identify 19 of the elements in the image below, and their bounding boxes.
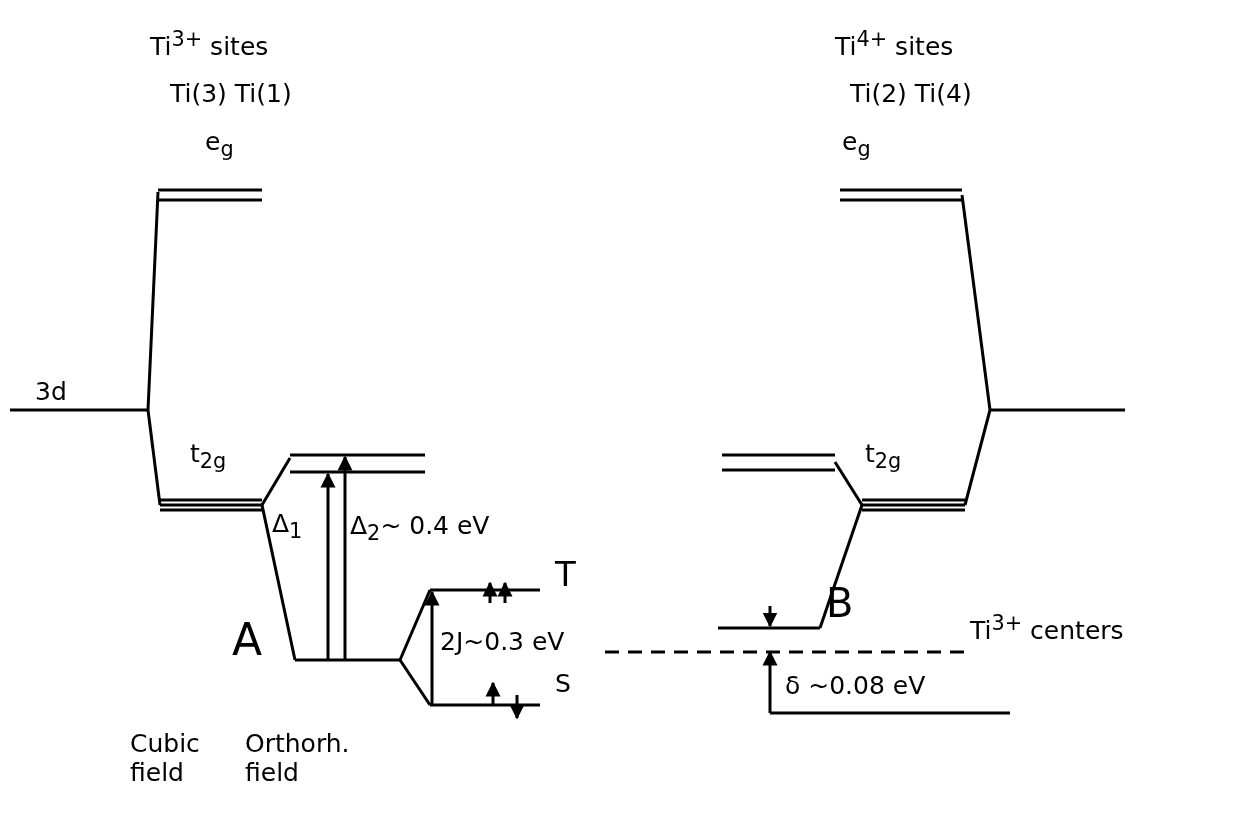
field-label: Orthorh. field	[245, 730, 351, 788]
level-label: Ti$^{3+}$ centers	[970, 612, 1124, 647]
site-label: Ti$^{4+}$ sites	[835, 28, 954, 63]
site-label: Ti(3) Ti(1)	[170, 80, 292, 109]
level-label: t$_{2g}$	[865, 440, 902, 474]
field-label: Cubic field	[130, 730, 201, 788]
level-label: 3d	[35, 378, 67, 407]
energy-label: 2J~0.3 eV	[440, 628, 565, 657]
energy-label: Δ$_{1}$	[272, 510, 303, 544]
energy-label: δ ~0.08 eV	[785, 672, 926, 701]
level-label: e$_{g}$	[205, 128, 234, 162]
level-label: A	[232, 615, 263, 666]
level-label: S	[555, 670, 571, 699]
level-label: e$_{g}$	[842, 128, 871, 162]
level-label: T	[555, 555, 576, 595]
site-label: Ti$^{3+}$ sites	[150, 28, 269, 63]
level-label: t$_{2g}$	[190, 440, 227, 474]
site-label: Ti(2) Ti(4)	[850, 80, 972, 109]
energy-label: Δ$_{2}$~ 0.4 eV	[350, 512, 490, 546]
